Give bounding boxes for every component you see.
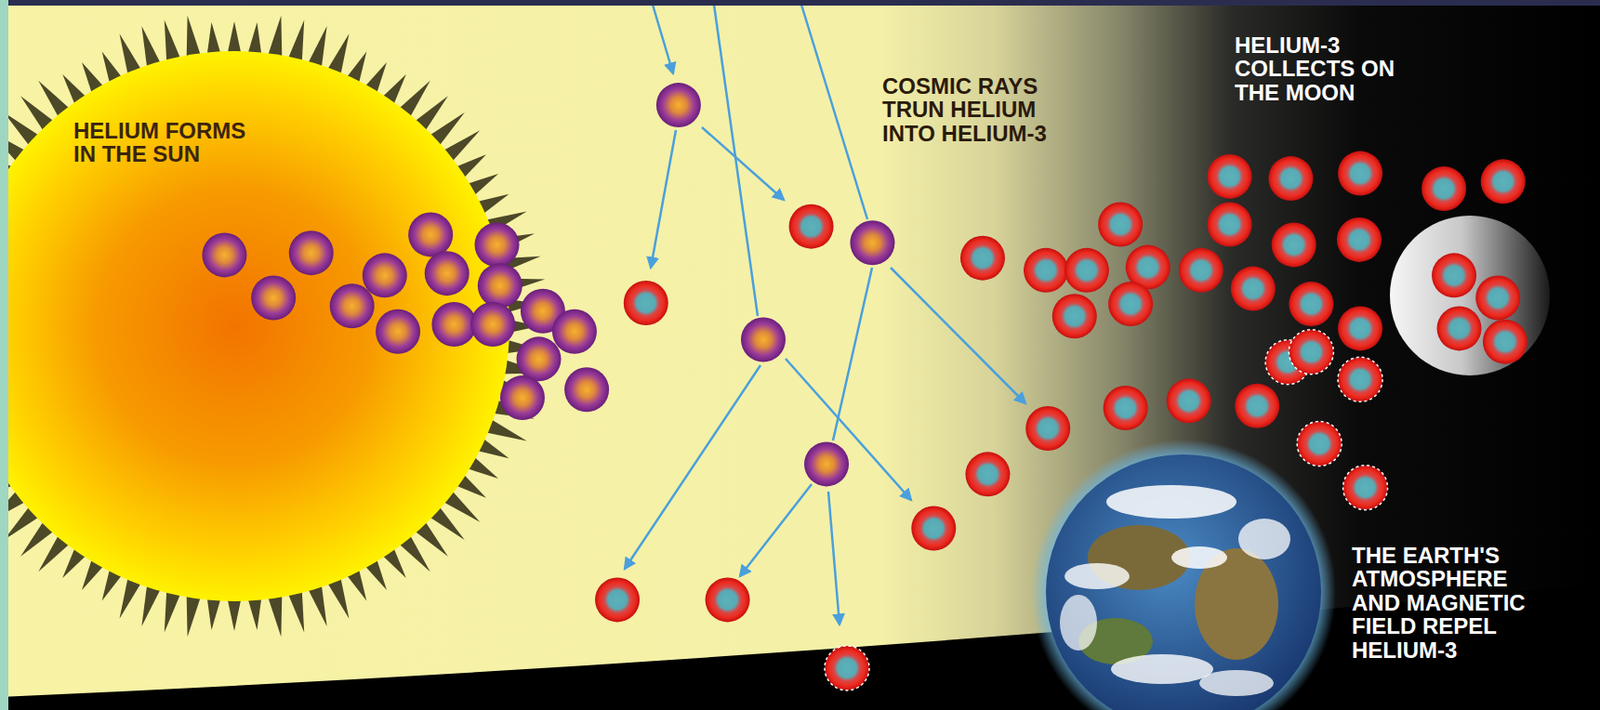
helium3-particle: [1337, 305, 1383, 351]
helium3-particle: [960, 236, 1005, 281]
helium-particle: [408, 211, 453, 257]
helium3-particle: [1336, 217, 1382, 263]
helium-particle: [362, 252, 408, 298]
helium-particle: [424, 251, 470, 296]
annotation-label: HELIUM FORMS IN THE SUN: [73, 119, 260, 167]
annotation-label: HELIUM-3 COLLECTS ON THE MOON: [1234, 33, 1416, 105]
moon-disk: [1389, 215, 1550, 376]
helium3-particle: [1288, 330, 1334, 375]
helium3-particle: [1025, 406, 1071, 451]
earth-atmosphere: [1031, 439, 1336, 710]
helium3-particle: [623, 280, 669, 326]
helium3-particle: [1207, 201, 1253, 247]
helium3-particle: [1271, 222, 1317, 267]
helium-particle: [251, 275, 296, 320]
helium3-particle: [1230, 266, 1276, 312]
cloud: [1064, 563, 1130, 590]
helium-particle: [201, 232, 247, 278]
cloud: [1110, 654, 1214, 685]
helium3-particle: [1480, 158, 1526, 204]
cosmic-ray-arrow: [624, 365, 761, 569]
annotation-label: COSMIC RAYS TRUN HELIUM INTO HELIUM-3: [882, 74, 1061, 146]
helium3-particle: [1437, 305, 1482, 351]
particles: [201, 82, 1527, 691]
helium3-particle: [705, 577, 751, 622]
helium-particle: [500, 375, 545, 421]
cosmic-ray-arrow: [785, 358, 912, 501]
cosmic-ray-arrow: [650, 130, 676, 268]
cosmic-ray-arrow: [801, 4, 868, 220]
helium3-particle: [1052, 293, 1098, 339]
helium3-particle: [595, 577, 640, 622]
helium-particle: [470, 302, 516, 347]
helium-particle: [656, 82, 701, 128]
helium3-particle: [1421, 166, 1467, 212]
helium3-particle: [1064, 248, 1110, 293]
top-strip: [0, 0, 1600, 6]
earth-surface: [1059, 485, 1291, 697]
helium-particle: [330, 283, 375, 329]
helium3-particle: [1288, 281, 1334, 327]
cloud: [1199, 670, 1274, 697]
helium-particle: [552, 309, 597, 355]
annotation-label: THE EARTH'S ATMOSPHERE AND MAGNETIC FIEL…: [1351, 543, 1538, 662]
sun: [0, 51, 510, 602]
helium3-particle: [824, 646, 870, 691]
earth: [1031, 439, 1336, 710]
cosmic-ray-arrow: [833, 267, 873, 441]
sun-rays: [0, 15, 545, 637]
helium-particle: [516, 336, 562, 382]
moon: [1389, 215, 1550, 376]
helium3-particle: [1337, 357, 1383, 402]
cosmic-ray-arrow: [890, 267, 1026, 404]
cosmic-ray-arrow: [714, 4, 758, 317]
cosmic-ray-arrow: [701, 127, 784, 200]
helium3-particle: [789, 204, 834, 250]
cosmic-ray-arrow: [652, 4, 674, 74]
helium3-particle: [1108, 281, 1153, 327]
helium3-particle: [911, 506, 956, 552]
cloud: [1059, 595, 1098, 651]
helium3-particle: [1166, 378, 1212, 424]
helium-particle: [475, 222, 520, 267]
helium3-particle: [1482, 319, 1528, 365]
helium3-particle: [1023, 248, 1069, 293]
left-strip: [0, 0, 9, 710]
helium3-particle: [1178, 248, 1224, 293]
cloud: [1238, 518, 1291, 560]
helium-particle: [289, 230, 334, 276]
helium-particle: [431, 302, 477, 347]
helium3-particle: [1207, 154, 1253, 199]
helium3-particle: [1234, 383, 1280, 429]
helium3-particle: [1337, 151, 1383, 197]
cosmic-ray-arrow: [740, 484, 812, 577]
cloud: [1106, 485, 1237, 519]
cloud: [1171, 546, 1228, 569]
helium3-particle: [1103, 385, 1149, 431]
earth-ocean: [1045, 454, 1322, 710]
helium3-particle: [1296, 421, 1342, 466]
helium-particle: [740, 317, 786, 362]
helium-particle: [375, 309, 421, 355]
helium-particle: [564, 367, 609, 412]
helium3-particle: [1431, 252, 1477, 298]
helium3-particle: [965, 451, 1010, 497]
cosmic-ray-arrow: [828, 491, 840, 625]
helium3-particle: [1097, 201, 1143, 247]
helium-particle: [849, 220, 895, 265]
helium-particle: [804, 441, 849, 487]
helium3-particle: [1343, 465, 1389, 511]
helium-particle: [477, 263, 523, 308]
helium3-particle: [1475, 275, 1521, 320]
helium3-particle: [1268, 156, 1313, 201]
